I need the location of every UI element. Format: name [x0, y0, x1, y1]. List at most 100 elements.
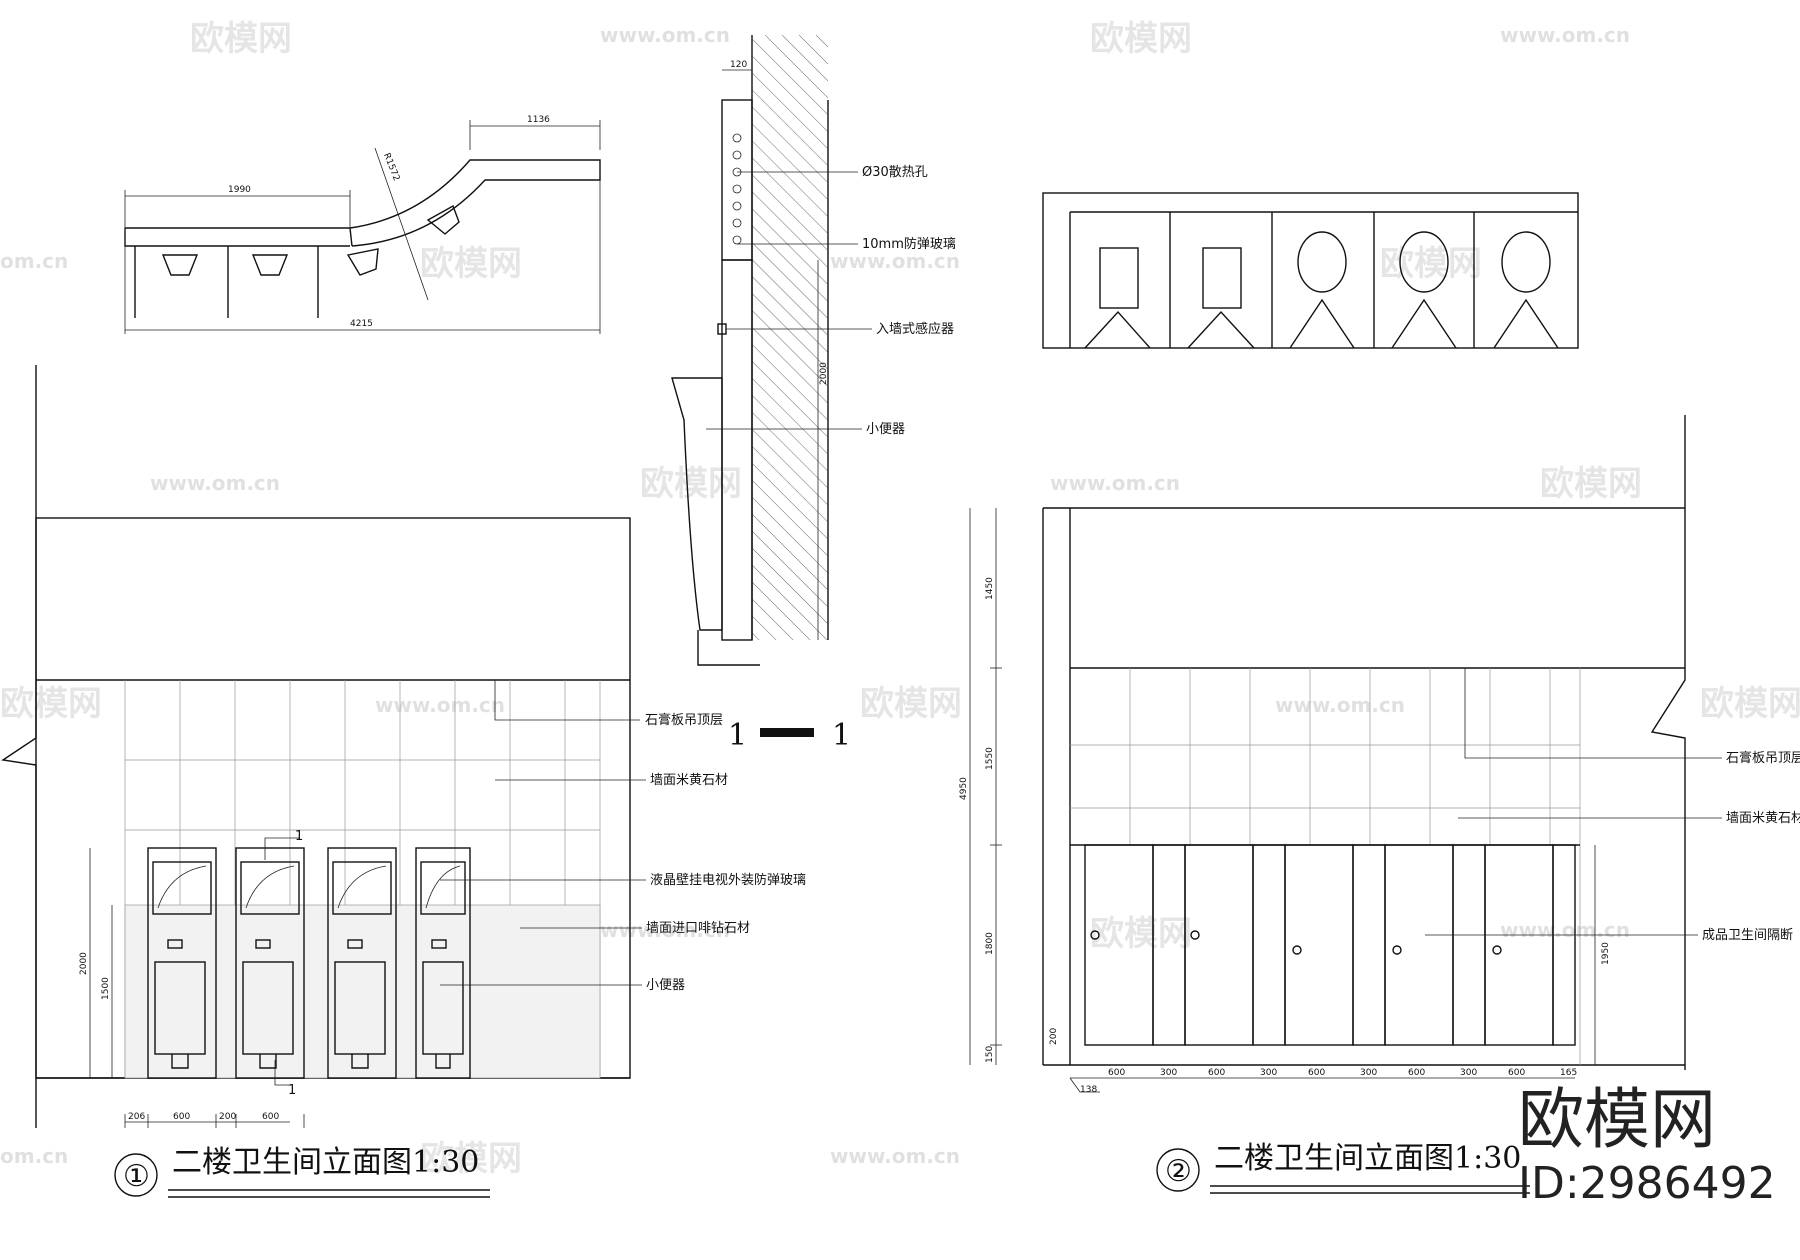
watermark-url: www.om.cn [600, 23, 730, 47]
sensor-icon [255, 939, 271, 949]
door-lock-icon [1392, 945, 1402, 955]
label-urinal-1: 小便器 [646, 978, 685, 993]
section-title-bar [760, 728, 814, 737]
urinal-section-icon [671, 377, 723, 631]
label-ceiling-2: 石膏板吊顶层 [1726, 750, 1800, 766]
elev1-dim-left: 2000 [79, 952, 89, 975]
tv-screen-icon [420, 861, 466, 915]
plan-dim-radius: R1572 [381, 152, 401, 183]
elevation1-marker: ① [123, 1159, 150, 1194]
label-wall-stone-1: 墙面米黄石材 [650, 773, 728, 788]
plan-view: 1990 1136 R1572 4215 [124, 115, 601, 334]
watermark-brand: 欧模网 [1380, 244, 1482, 284]
section-title-left: 1 [728, 718, 747, 753]
urinal-unit [235, 847, 305, 1079]
elevation2-marker: ② [1165, 1154, 1192, 1189]
wall-tile-grid [1070, 668, 1581, 1065]
imported-stone-band [124, 904, 601, 1079]
watermark-brand: 欧模网 [1700, 684, 1800, 724]
watermark-url: om.cn [0, 1144, 68, 1168]
sensor-icon [167, 939, 183, 949]
elev2-dim-left: 1550 [985, 747, 995, 770]
urinal-unit [327, 847, 397, 1079]
watermark-brand: 欧模网 [0, 684, 102, 724]
watermark-brand: 欧模网 [420, 244, 522, 284]
urinal-icon [422, 961, 464, 1055]
watermark-url: www.om.cn [1050, 471, 1180, 495]
door-lock-icon [1292, 945, 1302, 955]
elevation1-tag-top: 1 [295, 829, 303, 844]
watermark-brand: 欧模网 [1540, 464, 1642, 504]
elev2-dim-left: 1450 [985, 577, 995, 600]
elevation1-title: 二楼卫生间立面图1:30 [172, 1145, 479, 1180]
urinal-icon [242, 961, 294, 1055]
plan-dim-straight: 1990 [228, 185, 251, 195]
urinal-unit [415, 847, 471, 1079]
watermark-url: www.om.cn [600, 918, 730, 942]
watermark-layer: 欧模网 欧模网 欧模网 欧模网 欧模网 欧模网 欧模网 欧模网 欧模网 欧模网 … [0, 19, 1800, 1179]
plan-dim-top-right: 1136 [527, 115, 550, 125]
label-sensor: 入墙式感应器 [876, 321, 954, 337]
elev2-dim-bottom: 600 [1308, 1068, 1325, 1078]
elevation2-title: 二楼卫生间立面图1:30 [1214, 1141, 1521, 1176]
elev2-dim-bottom: 300 [1360, 1068, 1377, 1078]
section-title-right: 1 [832, 718, 851, 753]
brand-mark: 欧模网 ID:2986492 [1518, 1081, 1776, 1209]
urinal-plan-icon [161, 254, 199, 276]
door-lock-icon [1492, 945, 1502, 955]
elevation-1: 石膏板吊顶层 墙面米黄石材 液晶壁挂电视外装防弹玻璃 墙面进口啡钻石材 小便器 … [1, 365, 806, 1198]
watermark-brand: 欧模网 [860, 684, 962, 724]
elev2-dim-corner: 138 [1080, 1085, 1097, 1095]
section-dim-top: 120 [730, 60, 747, 70]
label-imported-stone: 墙面进口啡钻石材 [646, 921, 750, 936]
urinal-plan-icon [346, 248, 379, 276]
watermark-brand: 欧模网 [420, 1139, 522, 1179]
watermark-url: www.om.cn [375, 693, 505, 717]
elev2-dim-bottom: 600 [1408, 1068, 1425, 1078]
elev2-dim-bottom: 600 [1108, 1068, 1125, 1078]
elevation-2: 石膏板吊顶层 墙面米黄石材 成品卫生间隔断 1450 1550 4950 180… [959, 415, 1800, 1194]
elev2-dim-left: 1800 [985, 932, 995, 955]
watermark-url: www.om.cn [1275, 693, 1405, 717]
plan-dim-total: 4215 [350, 319, 373, 329]
elev2-dim-bottom: 600 [1208, 1068, 1225, 1078]
elev2-dim-bottom: 300 [1260, 1068, 1277, 1078]
elevation1-tag-bottom: 1 [288, 1083, 296, 1098]
elev1-dim-bottom: 200 [219, 1112, 236, 1122]
urinal-icon [1202, 247, 1242, 309]
elev2-dim-bottom: 300 [1160, 1068, 1177, 1078]
tv-screen-icon [152, 861, 212, 915]
watermark-url: www.om.cn [1500, 23, 1630, 47]
vent-holes [732, 133, 742, 245]
elev1-dim-left: 1500 [101, 977, 111, 1000]
urinal-plan-icon [251, 254, 289, 276]
label-partition: 成品卫生间隔断 [1702, 928, 1793, 943]
toilet-icon [1297, 231, 1347, 293]
elev2-dim-left: 150 [985, 1046, 995, 1063]
brand-id: ID:2986492 [1518, 1158, 1776, 1209]
tv-screen-icon [332, 861, 392, 915]
elevation2-marker-circle [1156, 1148, 1200, 1192]
toilet-icon [1501, 231, 1551, 293]
door-lock-icon [1190, 930, 1200, 940]
section-1-1: 120 2000 Ø30散热孔 10mm防弹玻璃 入墙式感应器 小便器 1 1 [671, 35, 956, 753]
watermark-brand: 欧模网 [1090, 914, 1192, 954]
urinal-icon [154, 961, 206, 1055]
section-dim-height: 2000 [819, 362, 829, 385]
watermark-brand: 欧模网 [190, 19, 292, 59]
urinal-icon [334, 961, 386, 1055]
elev2-dim-right: 1950 [1601, 942, 1611, 965]
door-lock-icon [1090, 930, 1100, 940]
elev2-dim-left: 200 [1049, 1028, 1059, 1045]
elev2-dim-bottom: 600 [1508, 1068, 1525, 1078]
tv-screen-icon [240, 861, 300, 915]
urinal-icon [1099, 247, 1139, 309]
elev2-dim-bottom: 165 [1560, 1068, 1577, 1078]
elevation1-marker-circle [114, 1153, 158, 1197]
watermark-url: www.om.cn [830, 249, 960, 273]
brand-name: 欧模网 [1518, 1081, 1716, 1158]
stall-elevation-small [1042, 192, 1579, 349]
watermark-brand: 欧模网 [640, 464, 742, 504]
elev1-dim-bottom: 600 [173, 1112, 190, 1122]
